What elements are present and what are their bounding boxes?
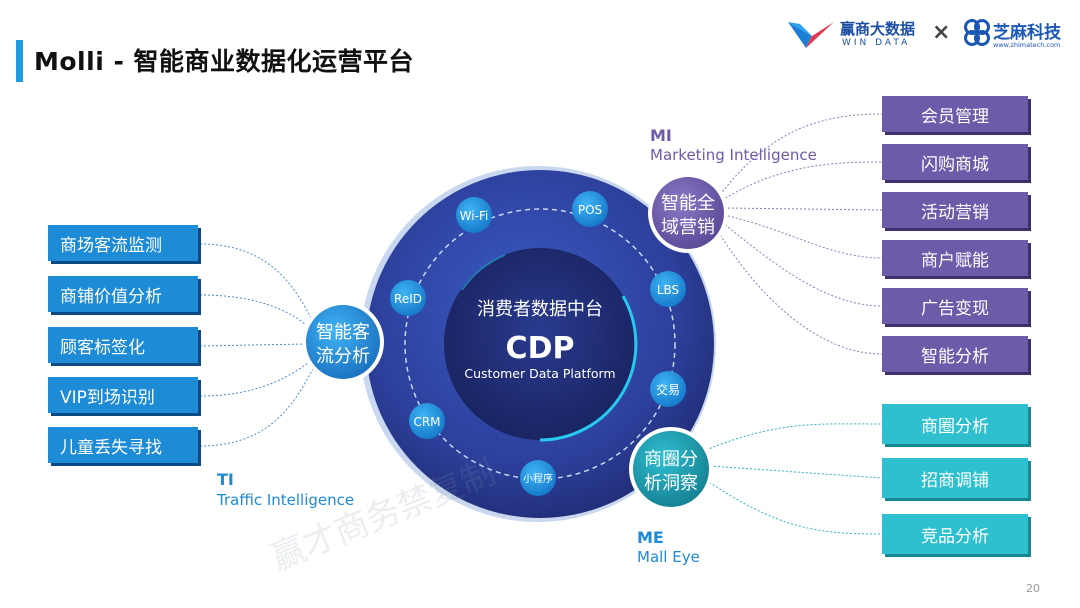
mi-item-member-mgmt: 会员管理 [882,96,1028,132]
mi-code: MI [650,126,672,145]
ring-node-miniprogram: 小程序 [520,460,556,496]
mi-name: Marketing Intelligence [650,146,817,164]
me-connectors [705,423,883,535]
mi-item-flash-mall: 闪购商城 [882,144,1028,180]
core-en: Customer Data Platform [464,366,615,381]
mi-item-merchant-enable: 商户赋能 [882,240,1028,276]
me-item-leasing: 招商调铺 [882,458,1028,498]
hub-mi: 智能全 域营销 [648,173,728,253]
windata-name-en: WIN DATA [842,38,911,48]
mi-item-ad-monetize: 广告变现 [882,288,1028,324]
page-number: 20 [1026,582,1040,595]
ti-name: Traffic Intelligence [217,491,355,509]
ring-node-wifi: Wi-Fi [456,197,492,233]
core-abbr: CDP [506,331,575,366]
hub-mi-line2: 域营销 [661,217,715,238]
core-cn: 消费者数据中台 [477,299,603,320]
hub-me-line2: 析洞察 [644,473,698,494]
me-name: Mall Eye [637,548,700,566]
me-code: ME [637,528,664,547]
core-circle [444,248,636,440]
core-arc [539,295,638,442]
page-title: Molli - 智能商业数据化运营平台 [34,47,415,76]
hub-mi-line1: 智能全 [661,193,715,214]
windata-mark-icon [788,22,834,48]
zhima-url: www.zhimatech.com [993,41,1061,49]
ring-node-label: LBS [657,283,679,297]
ti-item-lost-child: 儿童丢失寻找 [48,427,198,463]
hub-me: 商圈分 析洞察 [629,427,713,511]
ring-node-reid: ReID [390,280,426,316]
zhima-name: 芝麻科技 [993,23,1061,43]
ring-node-label: CRM [413,415,440,429]
ring-node-label: POS [578,203,602,217]
ring-node-label: Wi-Fi [460,209,489,223]
ti-item-customer-tags: 顾客标签化 [48,327,198,363]
hub-ti: 智能客 流分析 [302,301,384,383]
hub-me-line1: 商圈分 [644,449,698,470]
ring-node-label: 交易 [656,382,680,397]
title-accent-bar [16,40,23,82]
mi-connectors [715,113,883,355]
ti-item-vip-recognition: VIP到场识别 [48,377,198,413]
ti-code: TI [217,470,234,489]
windata-logo: 赢商大数据 WIN DATA [786,16,921,56]
core-arc-small [461,254,506,291]
ring-node-pos: POS [572,191,608,227]
ring-node-crm: CRM [409,403,445,439]
watermark-text: 赢才商务禁复制 [265,452,501,578]
zhima-logo: 芝麻科技 www.zhimatech.com [963,16,1073,56]
mi-item-smart-analysis: 智能分析 [882,336,1028,372]
ring-node-label: ReID [394,292,422,306]
partnership-times: × [932,20,951,45]
ti-connectors [199,243,319,447]
me-item-trade-area: 商圈分析 [882,404,1028,444]
me-item-competitor: 竞品分析 [882,514,1028,554]
mi-item-campaign: 活动营销 [882,192,1028,228]
windata-name: 赢商大数据 [840,20,916,38]
ring-node-lbs: LBS [650,271,686,307]
hub-ti-line2: 流分析 [316,346,370,367]
ring-node-label: 小程序 [523,472,553,485]
ring-node-transaction: 交易 [650,371,686,407]
ti-item-store-value: 商铺价值分析 [48,276,198,312]
ti-item-traffic-monitor: 商场客流监测 [48,225,198,261]
hub-ti-line1: 智能客 [316,322,370,343]
zhima-mark-icon [964,19,990,46]
